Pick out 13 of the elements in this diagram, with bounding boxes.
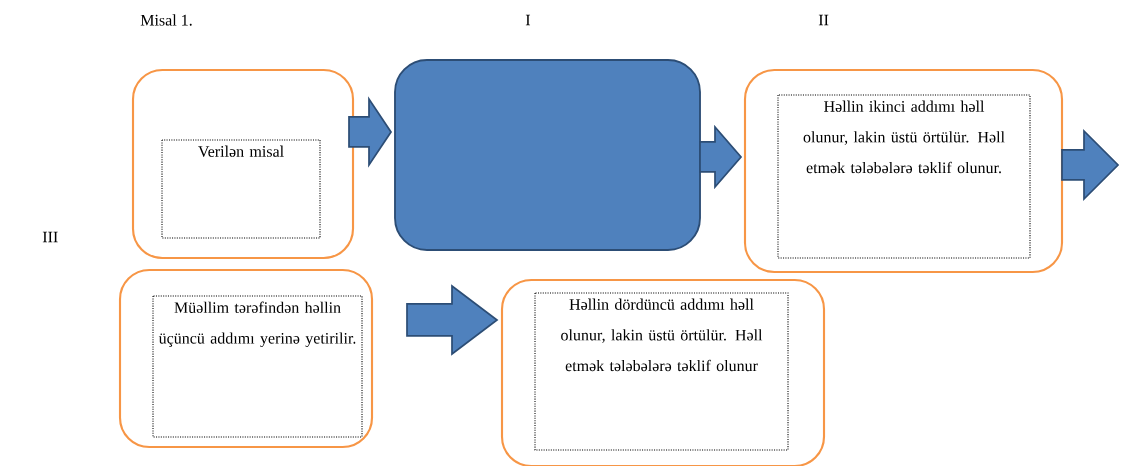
- block-arrow: [348, 96, 393, 168]
- heading-label: III: [42, 231, 58, 243]
- text-box: Həllin dördüncü addımı həll olunur, lakin üstü örtülür. Həll etmək tələbələrə təklif olunur: [500, 278, 826, 466]
- heading-label: Misal 1.: [140, 14, 192, 26]
- block-arrow: [1061, 128, 1120, 202]
- heading-label: II: [818, 14, 829, 26]
- text-box: Həllin ikinci addımı həll olunur, lakin üstü örtülür. Həll etmək tələbələrə təklif olunur.: [743, 68, 1064, 274]
- text-box: Müəllim tərəfindən həllin üçüncü addımı yerinə yetirilir.: [118, 268, 374, 449]
- block-arrow: [406, 284, 499, 356]
- heading-label: I: [525, 14, 531, 26]
- text-box: Verilən misal: [131, 68, 355, 260]
- block-arrow: [699, 124, 743, 190]
- rounded-box: [394, 59, 701, 251]
